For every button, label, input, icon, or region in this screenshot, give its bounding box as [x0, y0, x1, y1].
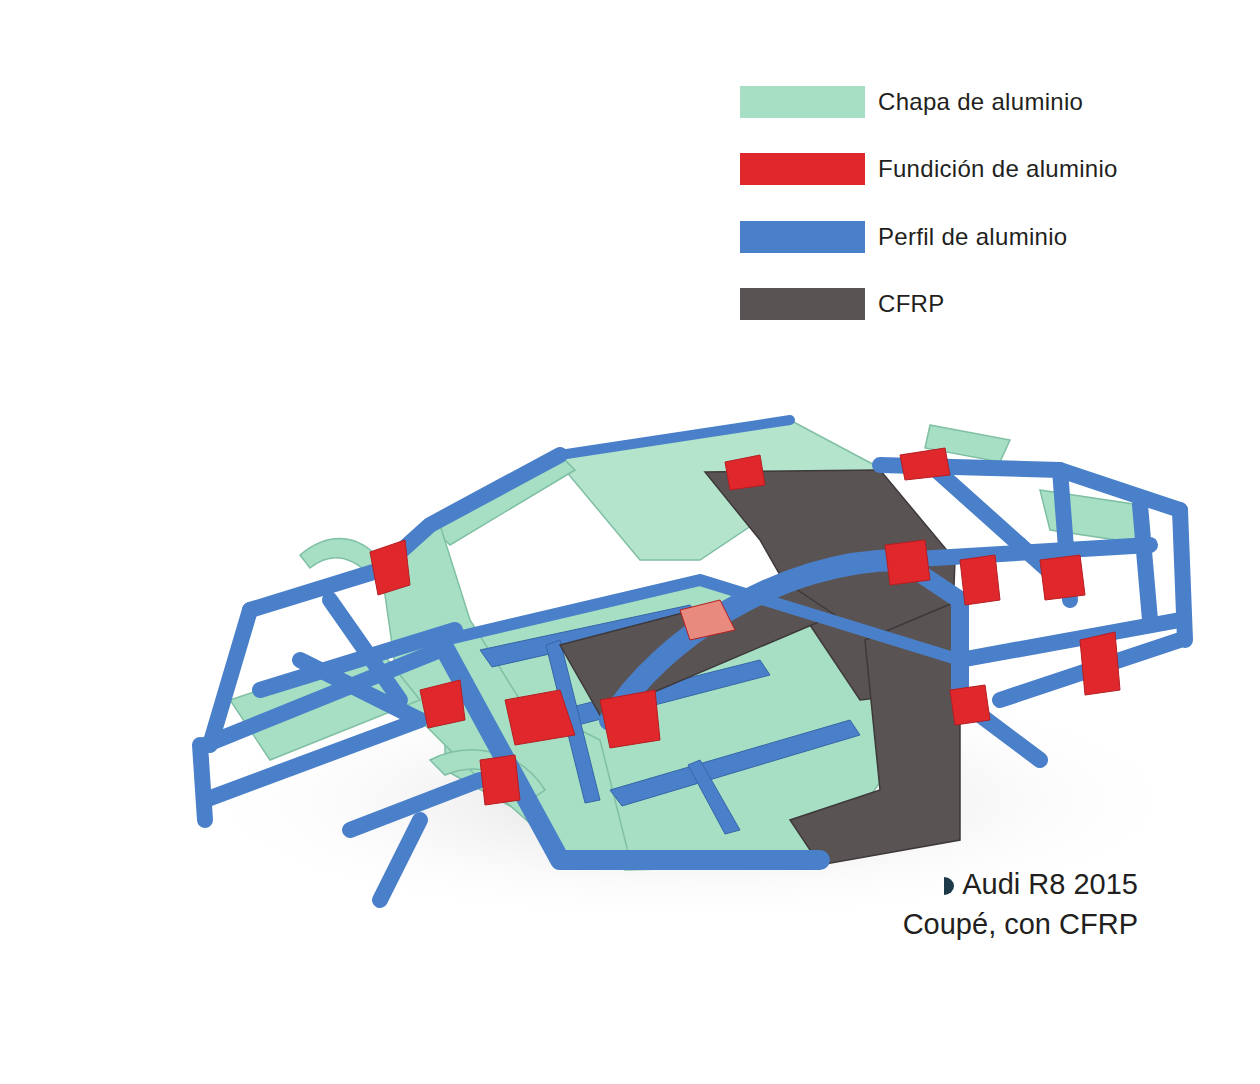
legend-label: Chapa de aluminio [878, 88, 1083, 116]
legend-row: Perfil de aluminio [740, 221, 1068, 253]
cast-nodes [370, 448, 1120, 805]
cast-nodes-shape [420, 680, 465, 728]
legend-swatch [740, 221, 865, 253]
cast-nodes-shape [960, 555, 1000, 605]
extrusion-profiles-shape [210, 610, 250, 745]
figure-caption: Audi R8 2015 Coupé, con CFRP [876, 864, 1138, 944]
extrusion-profiles-shape [1140, 505, 1150, 620]
cfrp-parts [560, 470, 960, 865]
extrusion-profiles-shape [445, 580, 960, 660]
cast-nodes-shape [900, 448, 950, 480]
sheet-panels-shape [430, 455, 575, 545]
legend-row: CFRP [740, 288, 945, 320]
extrusion-profiles-shape [380, 820, 420, 900]
extrusion-profiles-shape [560, 420, 790, 455]
extrusion-profiles-shape [260, 630, 455, 690]
legend-swatch [740, 288, 865, 320]
cast-nodes-shape [885, 540, 930, 585]
cast-nodes-shape [370, 540, 410, 595]
cast-nodes-shape [1080, 632, 1120, 695]
extrusion-profiles-shape [380, 455, 560, 570]
extrusion-profiles-shape [250, 570, 380, 610]
extrusion-profiles-shape [205, 720, 420, 800]
legend-label: CFRP [878, 290, 945, 318]
cast-nodes-shape [600, 690, 660, 748]
caption-bullet [942, 877, 954, 895]
extrusion-profiles [200, 420, 1185, 900]
legend-swatch [740, 86, 865, 118]
extrusion-profiles-shape [440, 640, 820, 860]
legend-row: Fundición de aluminio [740, 153, 1118, 185]
extrusion-profiles-shape [1180, 510, 1185, 640]
legend-row: Chapa de aluminio [740, 86, 1083, 118]
cast-nodes-shape [480, 755, 520, 805]
cast-nodes-shape [725, 455, 765, 490]
legend-label: Fundición de aluminio [878, 155, 1118, 183]
cast-nodes-shape [950, 685, 990, 725]
extrusion-profiles-shape [200, 745, 205, 820]
legend-label: Perfil de aluminio [878, 223, 1068, 251]
cast-nodes-shape [505, 690, 575, 745]
cast-nodes-shape [680, 600, 735, 640]
cast-nodes-shape [1040, 555, 1085, 600]
floor-rails-shape [688, 760, 740, 834]
legend-swatch [740, 153, 865, 185]
